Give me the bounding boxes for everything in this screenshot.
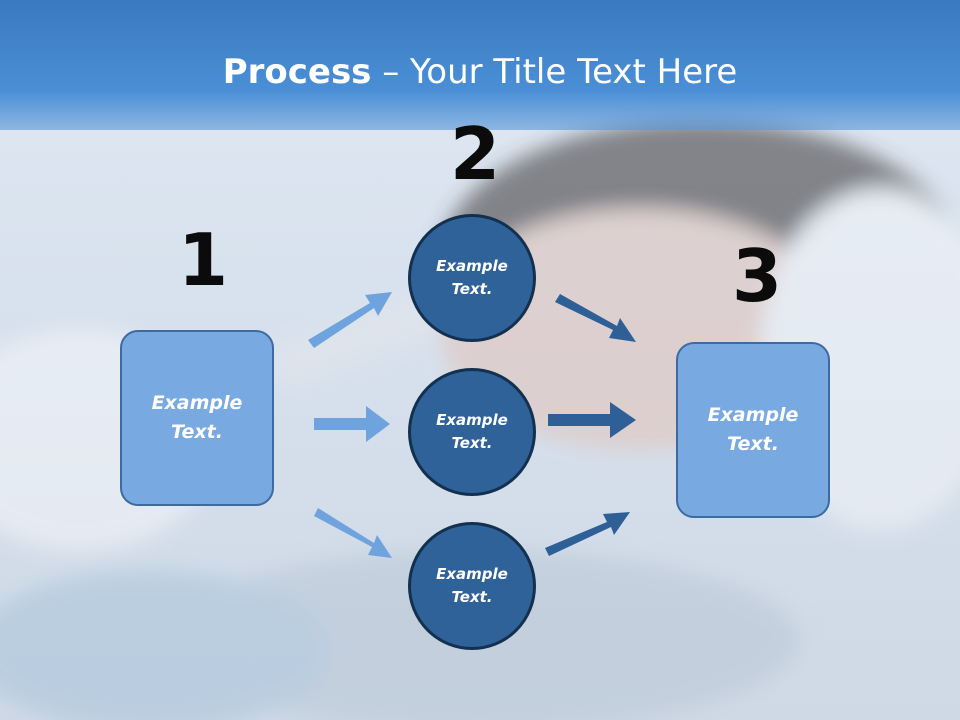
arrow-right-dark [548, 402, 636, 438]
arrow-up-right-light [308, 292, 392, 348]
arrow-up-right-dark [545, 512, 630, 556]
arrow-down-right-dark [555, 294, 636, 342]
arrow-down-right-light [314, 508, 392, 558]
circle-top-line1: Example [436, 257, 508, 275]
arrow-right-light [314, 406, 390, 442]
box-left-line1: Example [151, 392, 243, 414]
step-number-3: 3 [732, 234, 783, 318]
step-number-1: 1 [178, 218, 229, 302]
box-right-line1: Example [707, 404, 799, 426]
circle-bottom-line2: Text. [451, 588, 493, 606]
circle-top-line2: Text. [451, 280, 493, 298]
box-left-line2: Text. [171, 421, 223, 443]
slide-title: Process – Your Title Text Here [222, 52, 738, 92]
title-band [0, 0, 960, 130]
step-number-2: 2 [450, 112, 501, 196]
circle-middle-line1: Example [436, 411, 508, 429]
box-right-line2: Text. [727, 433, 779, 455]
circle-middle-line2: Text. [451, 434, 493, 452]
circle-bottom-line1: Example [436, 565, 508, 583]
